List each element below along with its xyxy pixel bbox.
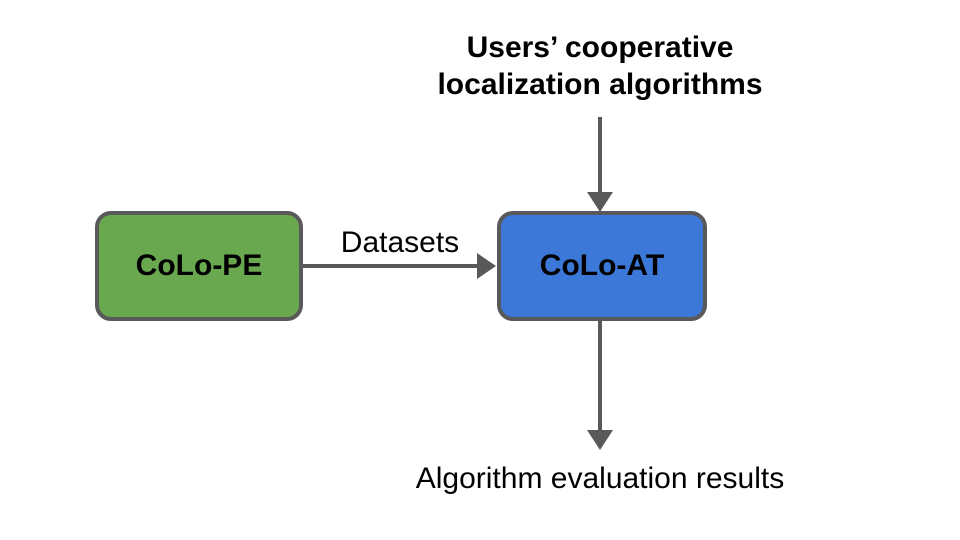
arrow-top-head-icon: [587, 192, 613, 212]
algorithm-evaluation-results-label: Algorithm evaluation results: [415, 462, 785, 495]
node-colo-at: CoLo-AT: [497, 211, 707, 321]
node-colo-pe-label: CoLo-PE: [135, 249, 263, 282]
datasets-edge-label: Datasets: [340, 226, 460, 259]
arrow-datasets-head-icon: [477, 253, 496, 279]
arrow-colo-pe-to-colo-at: [303, 253, 496, 279]
title-line-2: localization algorithms: [437, 68, 763, 101]
arrow-users-algorithms-to-colo-at: [587, 117, 613, 212]
node-colo-at-label: CoLo-AT: [539, 249, 665, 282]
title-line-1: Users’ cooperative: [466, 31, 734, 64]
arrow-bottom-head-icon: [587, 430, 613, 450]
node-colo-pe: CoLo-PE: [95, 211, 303, 321]
arrow-colo-at-to-results: [587, 321, 613, 450]
users-cooperative-algorithms-label: Users’ cooperative localization algorith…: [400, 29, 800, 103]
